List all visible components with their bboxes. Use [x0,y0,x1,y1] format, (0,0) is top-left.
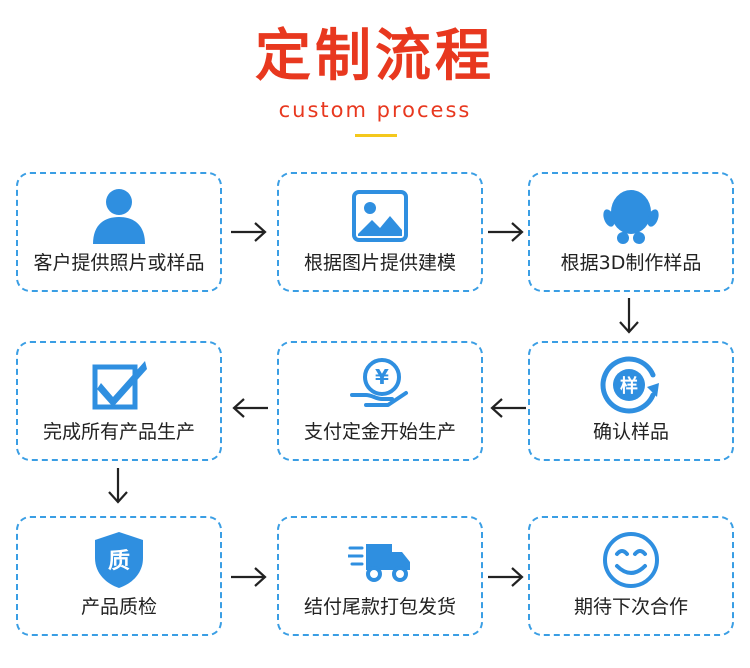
delivery-truck-icon [348,544,410,582]
yen-coin-hand-icon: ¥ [350,358,408,407]
arrow-right-icon [488,567,524,587]
arrow-right-icon [231,222,267,242]
step-pay-deposit: ¥ 支付定金开始生产 [277,341,483,461]
page-subtitle: custom process [278,98,472,122]
step-confirm-sample: 样 确认样品 [528,341,734,461]
step-label: 结付尾款打包发货 [303,596,456,618]
arrow-right-icon [231,567,267,587]
step-provide-photo: 客户提供照片或样品 [16,172,222,292]
svg-text:样: 样 [620,375,638,397]
step-quality-check: 质 产品质检 [16,516,222,636]
smiley-icon [603,532,659,588]
step-modeling: 根据图片提供建模 [277,172,483,292]
step-label: 客户提供照片或样品 [33,252,205,274]
step-label: 确认样品 [592,421,669,443]
step-future-cooperation: 期待下次合作 [528,516,734,636]
step-label: 支付定金开始生产 [303,421,456,443]
arrow-down-icon [619,298,639,334]
step-final-payment-ship: 结付尾款打包发货 [277,516,483,636]
image-icon [352,190,408,242]
step-label: 产品质检 [80,596,157,618]
step-complete-production: 完成所有产品生产 [16,341,222,461]
figurine-icon [603,190,659,244]
arrow-left-icon [490,398,526,418]
step-label: 根据图片提供建模 [303,252,456,274]
arrow-down-icon [108,468,128,504]
svg-text:¥: ¥ [375,365,389,389]
arrow-right-icon [488,222,524,242]
arrow-left-icon [232,398,268,418]
step-3d-sample: 根据3D制作样品 [528,172,734,292]
page-title: 定制流程 [255,24,495,89]
sample-refresh-icon: 样 [600,356,659,414]
svg-text:质: 质 [108,549,130,574]
quality-shield-icon: 质 [95,532,143,588]
step-label: 根据3D制作样品 [560,252,702,274]
checkbox-icon [92,361,147,410]
step-label: 期待下次合作 [573,596,688,618]
step-label: 完成所有产品生产 [42,421,195,443]
person-icon [93,189,145,244]
title-underline [355,134,397,137]
